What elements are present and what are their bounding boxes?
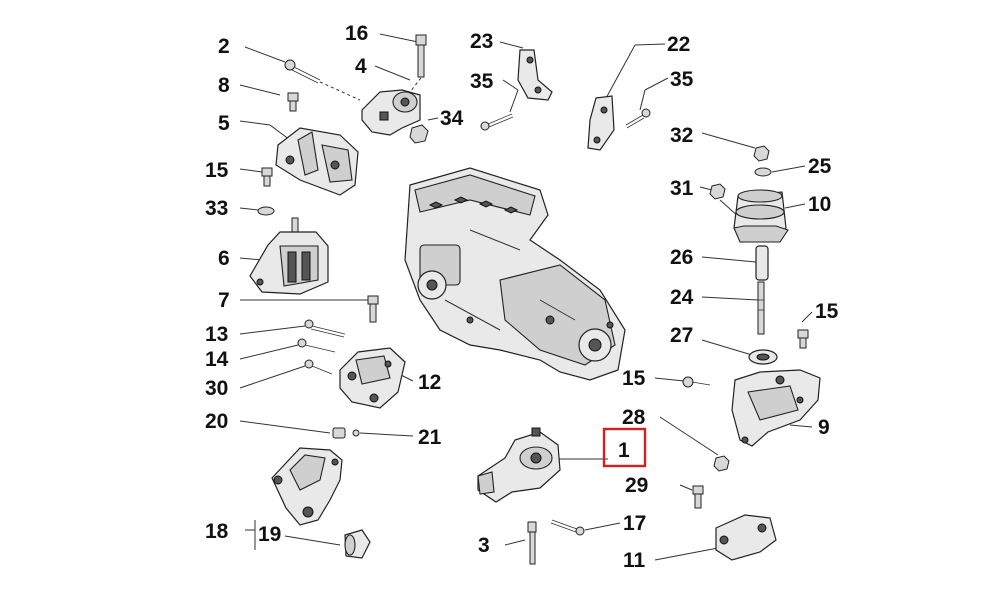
label-10: 10 [808, 193, 831, 216]
label-22: 22 [667, 33, 690, 56]
label-32: 32 [670, 124, 693, 147]
label-8: 8 [218, 74, 230, 97]
label-1: 1 [618, 439, 630, 462]
label-15b: 15 [815, 300, 839, 323]
part-27-washer [701, 339, 778, 365]
part-12-bracket [339, 347, 414, 409]
part-31-nut [699, 183, 741, 219]
engine-assembly [404, 167, 626, 381]
part-14-bolt [239, 338, 336, 360]
part-35b-bolt [625, 77, 669, 129]
part-30-bolt [239, 359, 333, 389]
label-2: 2 [218, 35, 230, 58]
label-3: 3 [478, 534, 490, 557]
label-30: 30 [205, 377, 228, 400]
part-16-bolt [379, 33, 427, 93]
part-33-washer [239, 206, 275, 216]
part-13-bolt [239, 319, 346, 338]
part-23-bracket [499, 41, 553, 101]
label-19: 19 [258, 523, 281, 546]
part-24-stud [701, 281, 765, 335]
label-35a: 35 [470, 70, 494, 93]
part-34-nut [409, 117, 439, 144]
part-10-mount [733, 189, 806, 243]
part-15c-bolt [654, 376, 711, 388]
part-21-clip [352, 429, 414, 437]
part-17-bolt [550, 519, 621, 536]
part-2-bolt [244, 46, 361, 101]
label-18: 18 [205, 520, 229, 543]
highlight-box-part-1 [602, 427, 647, 468]
part-7-bolt [240, 295, 379, 323]
label-9: 9 [818, 416, 830, 439]
label-16: 16 [345, 22, 368, 45]
part-26-spacer [701, 245, 769, 281]
part-15a-bolt [239, 167, 273, 187]
part-22-bracket [587, 43, 666, 151]
label-7: 7 [218, 289, 230, 312]
label-35b: 35 [670, 68, 694, 91]
part-29-bolt [679, 484, 704, 509]
part-11-bracket [654, 514, 777, 561]
label-6: 6 [218, 247, 230, 270]
part-5-bracket [239, 120, 359, 196]
part-25-washer [754, 165, 806, 177]
part-4-bracket [361, 65, 421, 136]
part-labels: 2 16 4 23 22 35 35 34 8 5 32 25 15 31 10… [205, 22, 839, 572]
part-19-bushing [284, 529, 371, 559]
label-11: 11 [623, 549, 646, 572]
label-15c: 15 [622, 367, 646, 390]
label-17: 17 [623, 512, 646, 535]
part-6-mount [239, 217, 329, 295]
part-9-bracket [731, 369, 821, 447]
part-35a-bolt [480, 79, 519, 131]
part-1-engine-mount [477, 427, 608, 503]
label-23: 23 [470, 30, 493, 53]
label-24: 24 [670, 286, 694, 309]
part-28-nut [659, 416, 730, 472]
part-20-pin [239, 420, 346, 439]
label-28: 28 [622, 406, 646, 429]
part-15b-bolt [797, 311, 813, 349]
label-12: 12 [418, 371, 441, 394]
label-25: 25 [808, 155, 832, 178]
part-18-mount-bracket [245, 447, 343, 550]
label-34: 34 [440, 107, 464, 130]
label-27: 27 [670, 324, 693, 347]
label-33: 33 [205, 197, 228, 220]
part-8-bolt [239, 84, 299, 112]
label-15a: 15 [205, 159, 229, 182]
part-32-nut [701, 132, 770, 162]
label-26: 26 [670, 246, 693, 269]
label-29: 29 [625, 474, 648, 497]
part-3-bolt [504, 521, 537, 565]
label-21: 21 [418, 426, 442, 449]
label-20: 20 [205, 410, 228, 433]
label-14: 14 [205, 348, 229, 371]
label-4: 4 [355, 55, 367, 78]
label-5: 5 [218, 112, 230, 135]
label-13: 13 [205, 323, 228, 346]
label-31: 31 [670, 177, 694, 200]
